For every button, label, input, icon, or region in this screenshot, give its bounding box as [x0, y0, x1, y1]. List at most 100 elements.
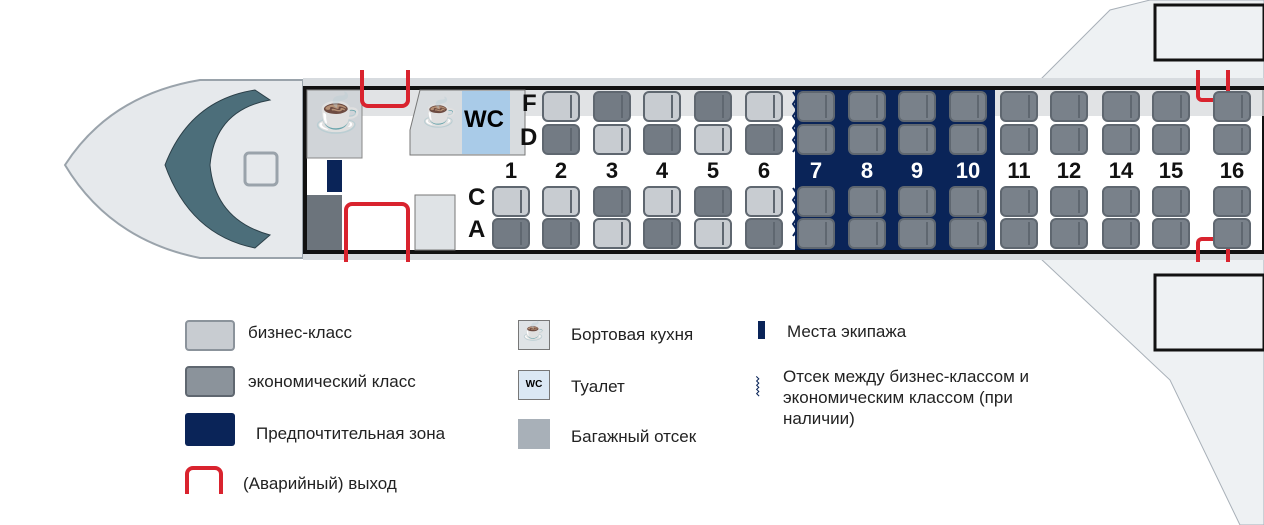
seat-15F[interactable]	[1152, 91, 1190, 122]
seat-12F[interactable]	[1050, 91, 1088, 122]
seat-1A[interactable]	[492, 218, 530, 249]
seat-6C[interactable]	[745, 186, 783, 217]
seat-16D[interactable]	[1213, 124, 1251, 155]
seat-letter: A	[468, 216, 486, 243]
legend-galley-icon: ☕	[518, 320, 550, 350]
seat-3A[interactable]	[593, 218, 631, 249]
seat-11A[interactable]	[1000, 218, 1038, 249]
legend-crew-icon	[758, 321, 765, 339]
row-number: 14	[1108, 158, 1134, 183]
seat-16C[interactable]	[1213, 186, 1251, 217]
seat-4F[interactable]	[643, 91, 681, 122]
seat-2A[interactable]	[542, 218, 580, 249]
row-number: 4	[655, 158, 669, 183]
row-number: 15	[1158, 158, 1184, 183]
seat-3C[interactable]	[593, 186, 631, 217]
row-number: 10	[955, 158, 981, 183]
legend-economy-icon	[185, 366, 235, 397]
seat-7F[interactable]	[797, 91, 835, 122]
seat-6A[interactable]	[745, 218, 783, 249]
seat-4C[interactable]	[643, 186, 681, 217]
seat-letter: F	[522, 90, 537, 117]
legend-business: бизнес-класс	[248, 323, 353, 342]
seat-5C[interactable]	[694, 186, 732, 217]
galley-icon: ☕	[422, 97, 457, 128]
legend-toilet-icon: WC	[518, 370, 550, 400]
seat-9D[interactable]	[898, 124, 936, 155]
seat-12C[interactable]	[1050, 186, 1088, 217]
seat-2C[interactable]	[542, 186, 580, 217]
seat-11D[interactable]	[1000, 124, 1038, 155]
seat-5F[interactable]	[694, 91, 732, 122]
seat-14A[interactable]	[1102, 218, 1140, 249]
seat-6F[interactable]	[745, 91, 783, 122]
legend-galley: Бортовая кухня	[571, 325, 694, 344]
seat-8D[interactable]	[848, 124, 886, 155]
seat-5A[interactable]	[694, 218, 732, 249]
legend-economy: экономический класс	[248, 372, 416, 391]
seat-11C[interactable]	[1000, 186, 1038, 217]
seat-16A[interactable]	[1213, 218, 1251, 249]
legend-divider: Отсек между бизнес-классом и экономическ…	[783, 367, 1029, 428]
row-number: 8	[860, 158, 874, 183]
seat-7D[interactable]	[797, 124, 835, 155]
galley-icon: ☕	[314, 93, 362, 135]
row-number: 1	[504, 158, 518, 183]
seat-12A[interactable]	[1050, 218, 1088, 249]
seat-14F[interactable]	[1102, 91, 1140, 122]
seat-8A[interactable]	[848, 218, 886, 249]
seat-15D[interactable]	[1152, 124, 1190, 155]
seat-6D[interactable]	[745, 124, 783, 155]
seat-10F[interactable]	[949, 91, 987, 122]
seat-4A[interactable]	[643, 218, 681, 249]
seat-14C[interactable]	[1102, 186, 1140, 217]
legend-exit-icon	[185, 466, 223, 494]
row-number: 11	[1007, 158, 1031, 183]
exit-door[interactable]	[344, 202, 410, 262]
exit-door[interactable]	[360, 70, 410, 108]
seat-10A[interactable]	[949, 218, 987, 249]
legend-crew: Места экипажа	[787, 322, 907, 341]
seat-8F[interactable]	[848, 91, 886, 122]
seat-9F[interactable]	[898, 91, 936, 122]
seat-1C[interactable]	[492, 186, 530, 217]
legend-business-icon	[185, 320, 235, 351]
wc-label: WC	[464, 106, 504, 133]
seat-8C[interactable]	[848, 186, 886, 217]
row-number: 6	[757, 158, 771, 183]
legend-preferred: Предпочтительная зона	[256, 424, 446, 443]
legend-exit: (Аварийный) выход	[243, 474, 397, 493]
legend-preferred-icon	[185, 413, 235, 446]
row-number: 5	[706, 158, 720, 183]
seat-2D[interactable]	[542, 124, 580, 155]
seat-7C[interactable]	[797, 186, 835, 217]
legend-divider-icon: ⦚	[755, 372, 761, 402]
seat-5D[interactable]	[694, 124, 732, 155]
row-number: 16	[1219, 158, 1245, 183]
seat-letter: C	[468, 184, 486, 211]
legend-baggage: Багажный отсек	[571, 427, 697, 446]
seat-10C[interactable]	[949, 186, 987, 217]
seat-9C[interactable]	[898, 186, 936, 217]
row-number: 2	[554, 158, 568, 183]
seat-10D[interactable]	[949, 124, 987, 155]
seat-12D[interactable]	[1050, 124, 1088, 155]
seat-14D[interactable]	[1102, 124, 1140, 155]
row-number: 7	[809, 158, 823, 183]
seat-15A[interactable]	[1152, 218, 1190, 249]
seat-3F[interactable]	[593, 91, 631, 122]
legend-toilet: Туалет	[571, 377, 625, 396]
seat-3D[interactable]	[593, 124, 631, 155]
legend-baggage-icon	[518, 419, 550, 449]
row-number: 12	[1056, 158, 1082, 183]
seat-4D[interactable]	[643, 124, 681, 155]
seat-2F[interactable]	[542, 91, 580, 122]
seat-15C[interactable]	[1152, 186, 1190, 217]
seat-9A[interactable]	[898, 218, 936, 249]
seat-7A[interactable]	[797, 218, 835, 249]
seat-11F[interactable]	[1000, 91, 1038, 122]
row-number: 3	[605, 158, 619, 183]
seat-16F[interactable]	[1213, 91, 1251, 122]
seat-letter: D	[520, 124, 538, 151]
row-number: 9	[910, 158, 924, 183]
